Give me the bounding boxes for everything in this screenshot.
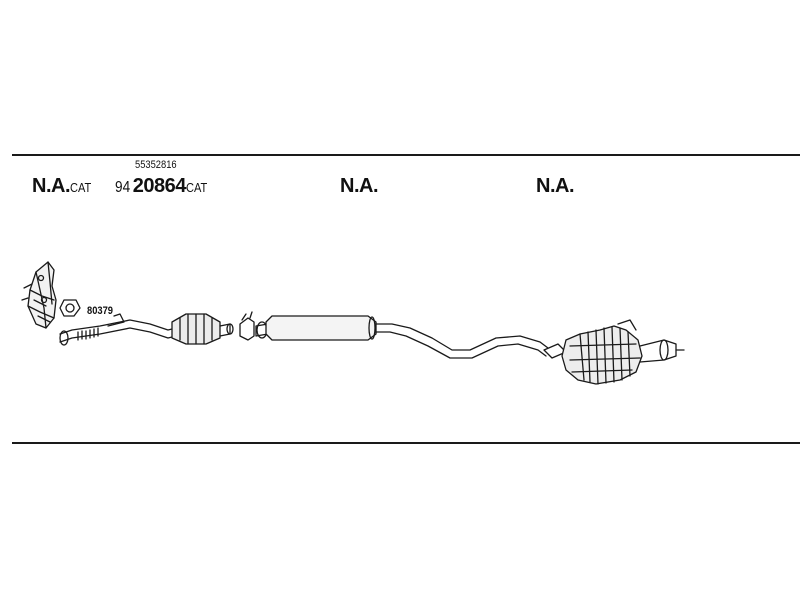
slot-4-main: N.A.: [536, 175, 575, 197]
rear-silencer-icon: [543, 319, 685, 385]
bottom-divider-line: [12, 442, 800, 444]
slot-2-suffix: CAT: [185, 180, 208, 195]
catalytic-converter-icon: [171, 313, 234, 345]
slot-2-main: 20864: [132, 175, 187, 197]
slot-3-label: N.A.: [340, 175, 379, 197]
top-divider-line: [12, 154, 800, 156]
exhaust-manifold-icon: [21, 261, 57, 329]
center-silencer-icon: [255, 315, 549, 359]
slot-1-suffix: CAT: [70, 180, 92, 195]
front-pipe-icon: [59, 313, 177, 346]
gasket-ring-icon: [59, 299, 81, 317]
slot-2-prefix: 94: [115, 179, 131, 196]
slot-1-main: N.A.: [32, 175, 71, 197]
seal-part-number: 80379: [87, 305, 114, 317]
slot-3-main: N.A.: [340, 175, 379, 197]
slot-2-top-number: 55352816: [135, 159, 177, 171]
slot-4-label: N.A.: [536, 175, 575, 197]
slot-1-label: N.A.CAT: [32, 176, 95, 196]
clamp-icon: [239, 311, 255, 341]
